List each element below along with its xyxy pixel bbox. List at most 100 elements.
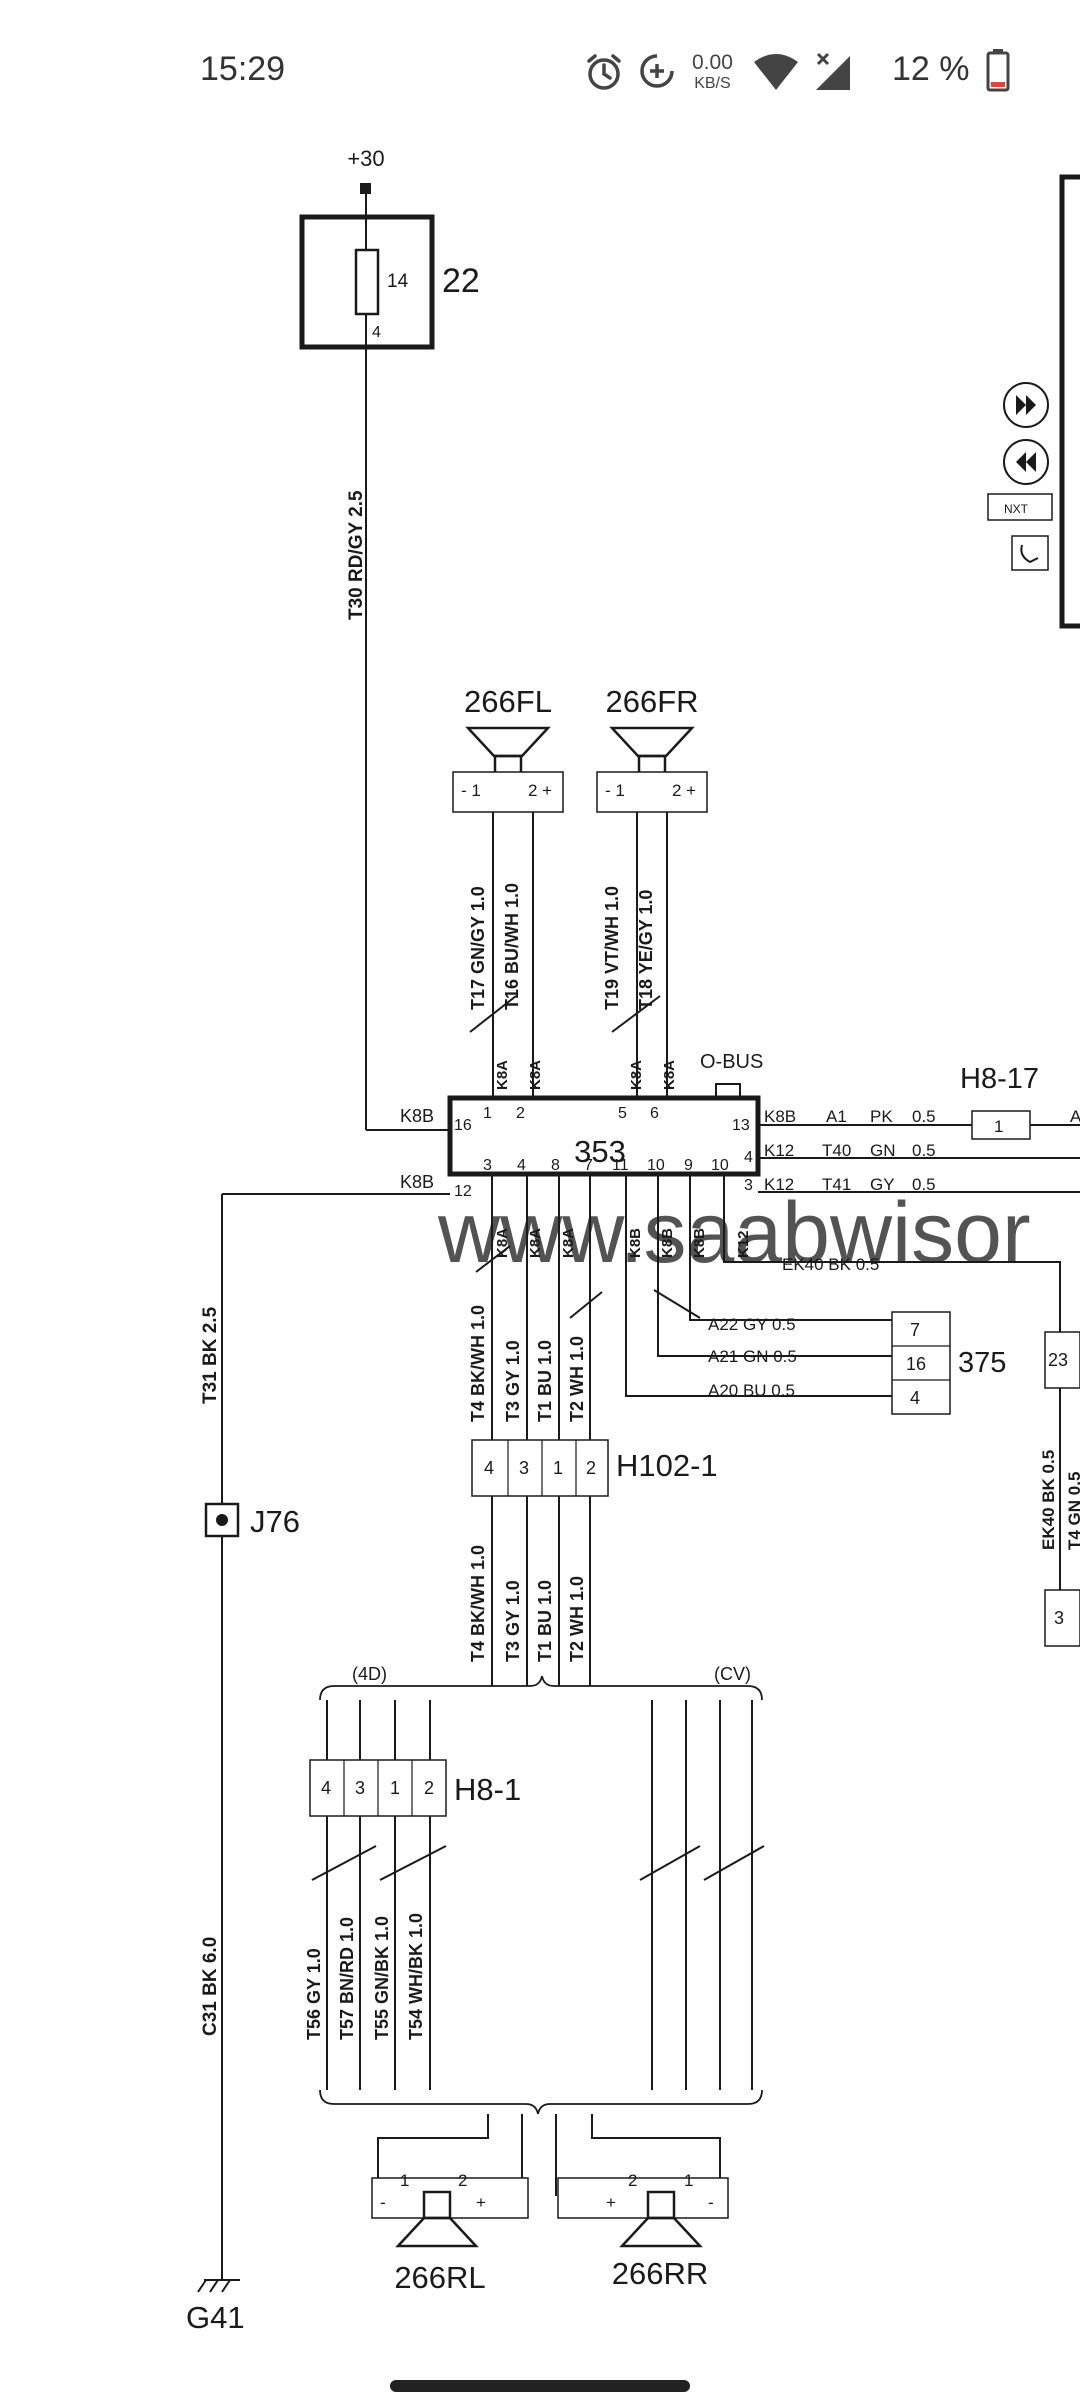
unit-pin-16: 16 [454,1117,472,1134]
wire-label-t30: T30 RD/GY 2.5 [346,490,367,620]
k8b-bottom-3: K8B [691,1228,708,1258]
unit-pin-b4: 4 [517,1157,526,1174]
battery-percent: 12 % [892,50,970,88]
unit-pin-1: 1 [483,1105,492,1122]
phone-icon [1020,544,1039,564]
speaker-266fr-label: 266FR [605,684,698,719]
bus1-wire: A1 [826,1107,847,1126]
h8-1-pin-3: 3 [355,1778,365,1798]
266rr-sign-plus: + [606,2193,616,2212]
k8a-bottom-2: K8A [527,1228,544,1258]
bus1-code: K8B [764,1107,796,1126]
wire-label-t4-low: T4 BK/WH 1.0 [468,1545,488,1662]
k8a-marker-6: K8A [661,1060,678,1090]
ground-g41-symbol [197,2279,240,2293]
ek40-top-label: EK40 BK 0.5 [782,1255,879,1274]
fuse-pin-out: 4 [372,324,381,341]
wire-a22: A22 GY 0.5 [708,1315,796,1334]
c375-pin-16: 16 [906,1354,926,1374]
speaker-266rl [395,2190,479,2248]
watermark: www.saabwisor [437,1185,1031,1281]
wire-label-t18: T18 YE/GY 1.0 [636,890,656,1010]
status-bar: 15:29 0.00 KB/S 12 % [0,0,1080,140]
connector-h102-1 [471,1439,609,1497]
wire-label-t19: T19 VT/WH 1.0 [602,886,622,1010]
266rl-pin-2: 2 [458,2171,467,2190]
unit-pin-b3: 3 [483,1157,492,1174]
wire-a20: A20 BU 0.5 [708,1381,795,1400]
data-saver-icon [640,54,674,88]
c375-label: 375 [958,1347,1006,1379]
bus3-size: 0.5 [912,1175,936,1194]
unit-pin-6: 6 [650,1105,659,1122]
wire-label-t17: T17 GN/GY 1.0 [468,886,488,1010]
speaker-266fl-pin-plus: 2 + [528,781,552,800]
speaker-266fr [596,726,708,813]
bus2-color: GN [870,1141,896,1160]
wire-label-t3-mid: T3 GY 1.0 [503,1340,523,1422]
bus3-code: K12 [764,1175,794,1194]
266rr-pin-2: 2 [628,2171,637,2190]
wire-label-c31: C31 BK 6.0 [200,1937,221,2036]
connector-h8-1-label: H8-1 [454,1772,521,1807]
connector-h8-17-label: H8-17 [960,1063,1039,1095]
unit-pin-4: 4 [744,1149,753,1166]
speaker-266fr-pin-minus: - 1 [605,781,625,800]
wire-label-ek40-vertical: EK40 BK 0.5 [1039,1450,1058,1550]
bus2-wire: T40 [822,1141,851,1160]
wire-label-t16: T16 BU/WH 1.0 [502,883,522,1010]
wire-label-t1-low: T1 BU 1.0 [535,1580,555,1662]
unit-pin-b8: 8 [551,1157,560,1174]
h102-pin-1: 1 [553,1458,563,1478]
bus2-code: K12 [764,1141,794,1160]
connector-h8-17-cut: A [1070,1107,1080,1126]
speaker-266fr-pin-plus: 2 + [672,781,696,800]
266rl-sign-minus: - [380,2193,386,2212]
unit-pin-5: 5 [618,1105,627,1122]
fuse-element [354,248,380,316]
status-time: 15:29 [200,50,286,88]
connector-h102-1-label: H102-1 [616,1448,718,1483]
obus-label: O-BUS [700,1051,763,1073]
k8b-left-2: K8B [400,1172,434,1192]
wifi-icon [754,54,798,90]
speaker-266rr [619,2190,703,2248]
unit-pin-2: 2 [516,1105,525,1122]
k8a-marker-1: K8A [494,1060,511,1090]
nxt-button-label: NXT [1004,502,1029,516]
unit-pin-b9: 9 [684,1157,693,1174]
c375-pin-7: 7 [910,1320,920,1340]
h8-1-pin-4: 4 [321,1778,331,1798]
k8a-marker-5: K8A [628,1060,645,1090]
network-speed: 0.00 KB/S [692,52,733,94]
fuse-pin-in: 14 [387,271,409,292]
supply-label: +30 [347,146,384,171]
wire-a21: A21 GN 0.5 [708,1347,797,1366]
alarm-icon [587,54,621,90]
h102-pin-3: 3 [519,1458,529,1478]
wire-label-t56: T56 GY 1.0 [304,1948,324,2040]
h8-1-pin-2: 2 [424,1778,434,1798]
wire-label-t3-low: T3 GY 1.0 [503,1580,523,1662]
h102-pin-2: 2 [586,1458,596,1478]
wire-label-t1-mid: T1 BU 1.0 [535,1340,555,1422]
k12-bottom: K12 [735,1230,752,1258]
gesture-nav-bar[interactable] [390,2380,690,2392]
bus3-wire: T41 [822,1175,851,1194]
battery-low-icon [986,49,1010,92]
wire-label-t55: T55 GN/BK 1.0 [372,1916,392,2040]
h102-pin-4: 4 [484,1458,494,1478]
k8a-marker-2: K8A [527,1060,544,1090]
h8-1-pin-1: 1 [390,1778,400,1798]
k8a-bottom-3: K8A [560,1228,577,1258]
wire-label-t54: T54 WH/BK 1.0 [406,1913,426,2040]
speaker-266fl-label: 266FL [464,684,552,719]
signal-icon [816,52,850,90]
k8b-bottom-2: K8B [659,1228,676,1258]
wire-label-t4-mid: T4 BK/WH 1.0 [468,1305,488,1422]
266rr-sign-minus: - [708,2193,714,2212]
variant-cv-label: (CV) [714,1664,751,1684]
unit-pin-12: 12 [454,1183,472,1200]
speaker-266rl-label: 266RL [394,2260,485,2295]
